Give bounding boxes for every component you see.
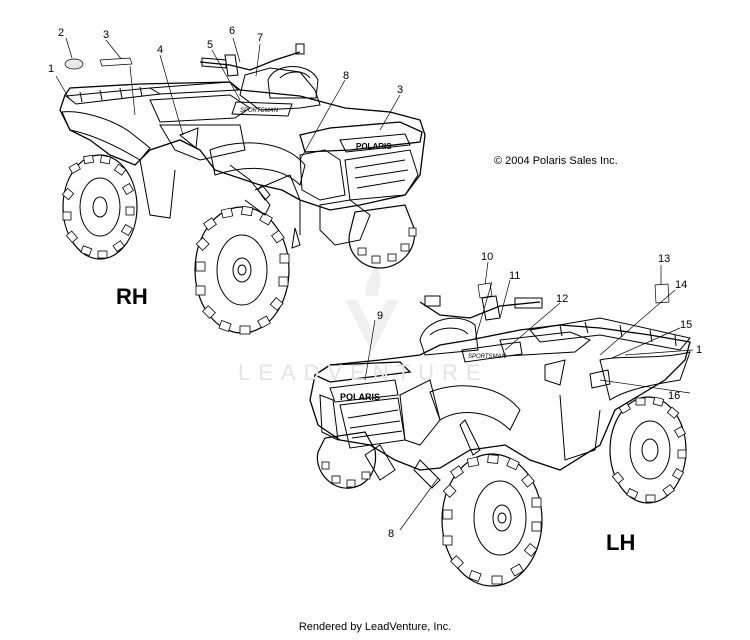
rh-view-label: RH	[116, 284, 148, 309]
rh-leader-lines	[55, 37, 401, 161]
watermark-logo-icon	[345, 262, 399, 352]
callout-rh-7[interactable]: 7	[257, 32, 264, 44]
rh-far-front-wheel	[348, 204, 417, 269]
svg-text:SPORTSMAN: SPORTSMAN	[468, 354, 507, 360]
watermark-text: LEADVENTURE	[238, 360, 489, 385]
lh-leader-lines	[364, 261, 694, 531]
callout-rh-4[interactable]: 4	[157, 44, 164, 56]
rh-front-wheel	[194, 205, 290, 335]
lh-front-wheel	[441, 453, 543, 587]
callout-rh-6[interactable]: 6	[229, 25, 236, 37]
rh-atv-drawing: SPORTSMAN POLARIS	[59, 43, 426, 335]
callout-lh-14[interactable]: 14	[675, 279, 688, 291]
callout-lh-1[interactable]: 1	[696, 344, 703, 356]
rh-rear-wheel	[61, 154, 138, 260]
svg-text:SPORTSMAN: SPORTSMAN	[240, 108, 279, 114]
lh-brand-plate: POLARIS	[340, 392, 380, 402]
lh-rear-wheel	[609, 396, 687, 504]
callout-rh-1[interactable]: 1	[48, 63, 55, 75]
rh-brand-plate: POLARIS	[356, 142, 392, 151]
callout-rh-3[interactable]: 3	[103, 29, 110, 41]
callout-lh-10[interactable]: 10	[481, 251, 494, 263]
callout-lh-8[interactable]: 8	[388, 528, 395, 540]
callout-rh-2[interactable]: 2	[58, 27, 65, 39]
callout-rh-8[interactable]: 8	[343, 70, 350, 82]
callout-lh-9[interactable]: 9	[377, 310, 384, 322]
copyright-text: © 2004 Polaris Sales Inc.	[494, 155, 618, 167]
lh-atv-drawing: SPORTSMAN POLARIS	[309, 295, 691, 587]
callout-lh-16[interactable]: 16	[668, 390, 681, 402]
lh-view-label: LH	[606, 530, 636, 555]
callout-lh-12[interactable]: 12	[556, 293, 569, 305]
callout-rh-5[interactable]: 5	[207, 39, 214, 51]
callout-lh-11[interactable]: 11	[509, 270, 521, 282]
callout-rh-3b[interactable]: 3	[397, 84, 404, 96]
footer-credit: Rendered by LeadVenture, Inc.	[298, 621, 452, 633]
callout-lh-15[interactable]: 15	[680, 319, 693, 331]
callout-lh-13[interactable]: 13	[658, 253, 671, 265]
